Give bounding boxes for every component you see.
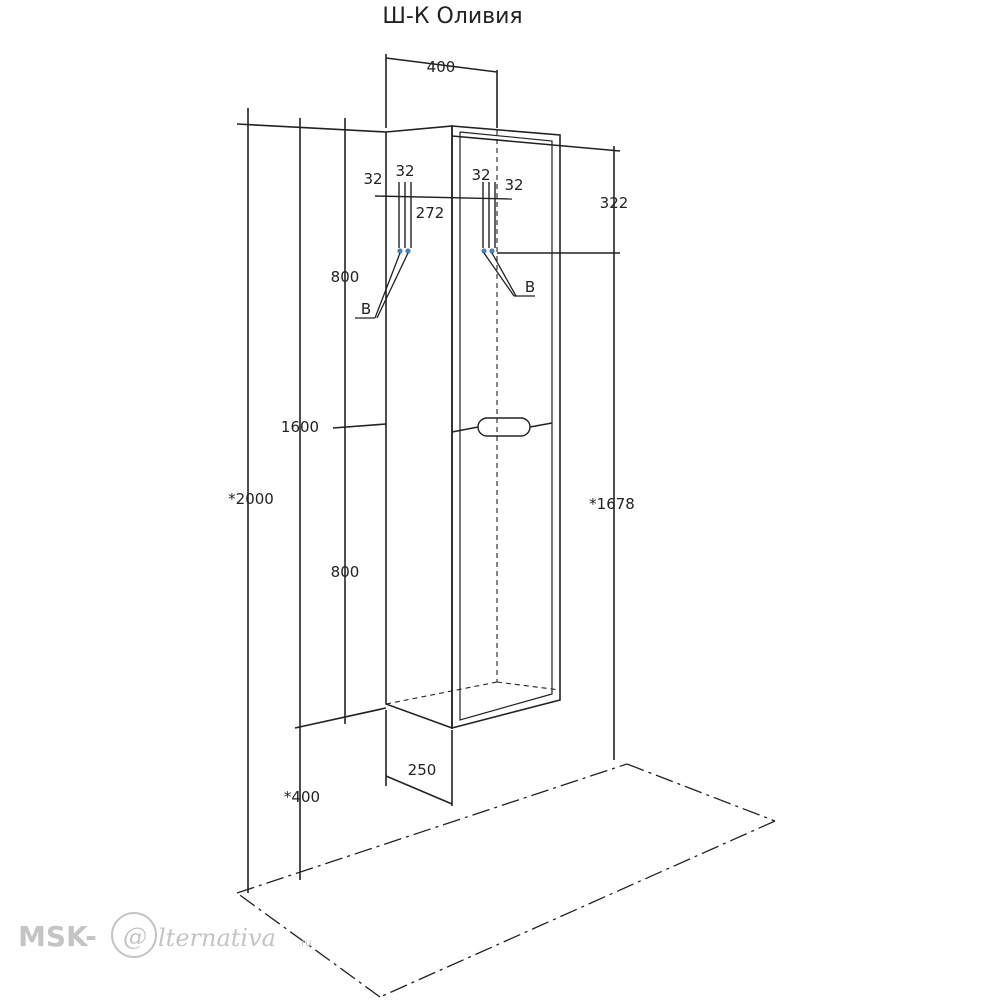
dim-body-1600: 1600: [281, 418, 319, 436]
dim-top-offset-322: 322: [600, 194, 629, 212]
mounting-rails: [374, 182, 513, 248]
watermark: MSK- @ lternativa .ru: [18, 912, 312, 958]
callout-b-right: B: [525, 278, 535, 296]
dim-right-gap-a: 32: [471, 166, 490, 184]
watermark-at: @: [123, 923, 147, 951]
dim-total-2000: *2000: [228, 490, 274, 508]
dim-lower-800: 800: [331, 563, 360, 581]
dim-left-gap-b: 32: [395, 162, 414, 180]
dim-upper-800: 800: [331, 268, 360, 286]
watermark-domain: .ru: [298, 938, 312, 949]
dim-depth-250: 250: [408, 761, 437, 779]
cabinet-outline: [385, 125, 561, 730]
dimension-lines: [236, 54, 621, 893]
watermark-prefix: MSK-: [18, 920, 97, 953]
callout-leaders: [355, 252, 535, 319]
diagram-title: Ш-К Оливия: [382, 4, 523, 29]
watermark-suffix: lternativa: [158, 924, 276, 952]
dim-between-272: 272: [416, 204, 445, 222]
dim-floor-400: *400: [284, 788, 320, 806]
screw-markers: [397, 248, 495, 254]
floor-outline: [236, 763, 776, 998]
dim-mount-1678: *1678: [589, 495, 635, 513]
dim-left-gap-a: 32: [363, 170, 382, 188]
dim-width-400: 400: [427, 58, 456, 76]
callout-b-left: B: [361, 300, 371, 318]
dim-right-gap-b: 32: [504, 176, 523, 194]
